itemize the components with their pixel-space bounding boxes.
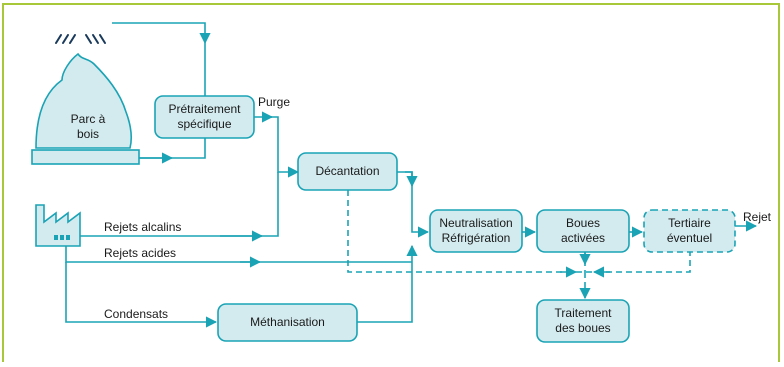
node-label-line: Boues: [565, 216, 601, 230]
node-label-line: des boues: [555, 321, 611, 335]
node-label-line: Parc à: [70, 112, 106, 126]
node-label-line: Réfrigération: [441, 231, 511, 245]
box-tertiaire: [643, 209, 736, 253]
box-methanisation: [217, 303, 358, 342]
frame-border: [2, 3, 780, 362]
node-label-line: Traitement: [554, 306, 612, 320]
label-purge: Purge: [258, 95, 291, 109]
factory-icon: [35, 204, 81, 247]
node-label-line: Neutralisation: [439, 216, 513, 230]
rain-icon: [55, 34, 106, 44]
node-label-line: Tertiaire: [668, 216, 711, 230]
label-condensats: Condensats: [104, 307, 169, 321]
flow-lines: [65, 22, 758, 328]
node-label-line: activées: [560, 231, 606, 245]
node-methanisation: Méthanisation: [218, 304, 357, 341]
node-label-line: Décantation: [315, 164, 380, 178]
node-label-line: éventuel: [666, 231, 713, 245]
sludge-lines: [347, 190, 691, 300]
box-pretraitement: [154, 95, 255, 139]
node-decantation: Décantation: [298, 153, 397, 190]
node-label-line: Méthanisation: [250, 315, 325, 329]
box-neutralisation: [429, 209, 523, 253]
box-decantation: [297, 152, 398, 191]
box-traitement-boues: [536, 299, 630, 343]
wood-pile-icon: [31, 52, 140, 165]
node-label-line: bois: [76, 127, 99, 141]
label-rejets-acides: Rejets acides: [104, 246, 177, 260]
node-label-line: spécifique: [177, 117, 232, 131]
label-rejets-alcalins: Rejets alcalins: [104, 220, 182, 234]
label-rejet: Rejet: [743, 210, 772, 224]
node-label-line: Prétraitement: [168, 102, 241, 116]
box-boues-activees: [536, 209, 630, 253]
